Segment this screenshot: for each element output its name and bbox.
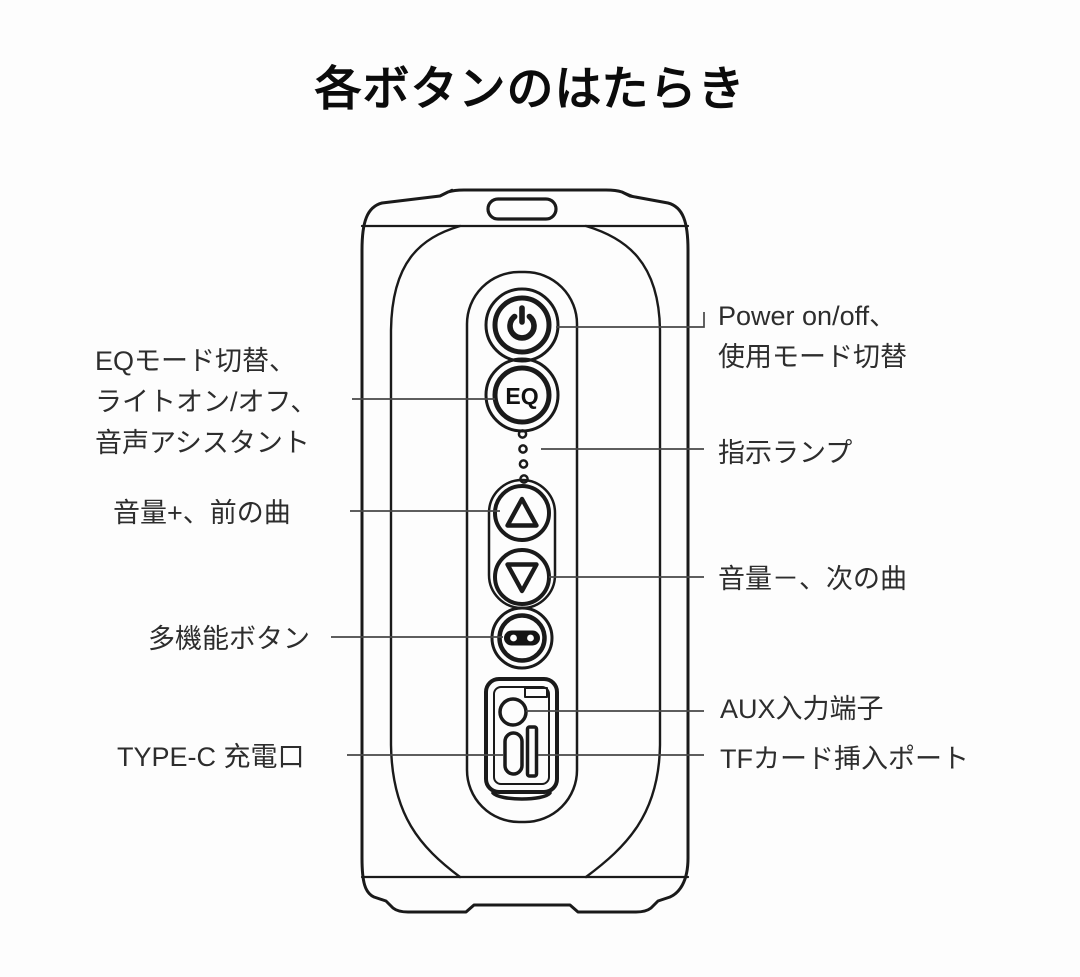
label-power-line2: 使用モード切替 (718, 342, 907, 372)
eq-button: EQ (486, 359, 558, 431)
label-eq-mode-line2: ライトオン/オフ、 (95, 387, 318, 417)
indicator-lamps-icon (519, 430, 528, 482)
volume-rocker (489, 480, 555, 608)
multi-function-button (492, 608, 552, 668)
aux-jack-icon (500, 699, 526, 725)
label-power-line1: Power on/off、 (718, 301, 897, 331)
volume-up-icon (508, 499, 537, 526)
link-icon (504, 630, 540, 646)
grille-curve-right (586, 226, 660, 877)
leader-line-power (556, 312, 704, 327)
label-eq-mode-line1: EQモード切替、 (95, 346, 297, 376)
grille-curve-left (391, 226, 460, 877)
label-power: Power on/off、 使用モード切替 (718, 296, 907, 378)
speaker-body (362, 190, 688, 912)
page-title: 各ボタンのはたらき (314, 62, 746, 115)
label-volume-up: 音量+、前の曲 (113, 498, 291, 528)
leader-lines (331, 312, 704, 755)
port-notch (525, 688, 547, 697)
label-type-c: TYPE-C 充電口 (117, 742, 305, 772)
label-aux: AUX入力端子 (720, 694, 884, 724)
label-indicator: 指示ランプ (718, 438, 853, 468)
volume-down-button (495, 550, 549, 604)
top-platform-edge (440, 190, 632, 196)
volume-down-icon (508, 565, 537, 592)
label-eq-mode-line3: 音声アシスタント (95, 428, 310, 458)
label-volume-down: 音量－、次の曲 (718, 564, 907, 594)
label-tf-card: TFカード挿入ポート (720, 744, 969, 774)
top-handle-icon (488, 199, 556, 219)
power-button (486, 289, 558, 361)
port-flap-edge (493, 793, 550, 799)
label-eq-mode: EQモード切替、 ライトオン/オフ、 音声アシスタント (95, 341, 317, 464)
port-compartment (486, 679, 557, 799)
eq-button-label: EQ (505, 383, 538, 409)
label-multi-function: 多機能ボタン (148, 624, 310, 654)
type-c-port-icon (505, 733, 522, 774)
power-icon (510, 308, 534, 338)
volume-up-button (495, 486, 549, 540)
control-strip (467, 272, 577, 822)
tf-card-slot-icon (528, 727, 537, 776)
